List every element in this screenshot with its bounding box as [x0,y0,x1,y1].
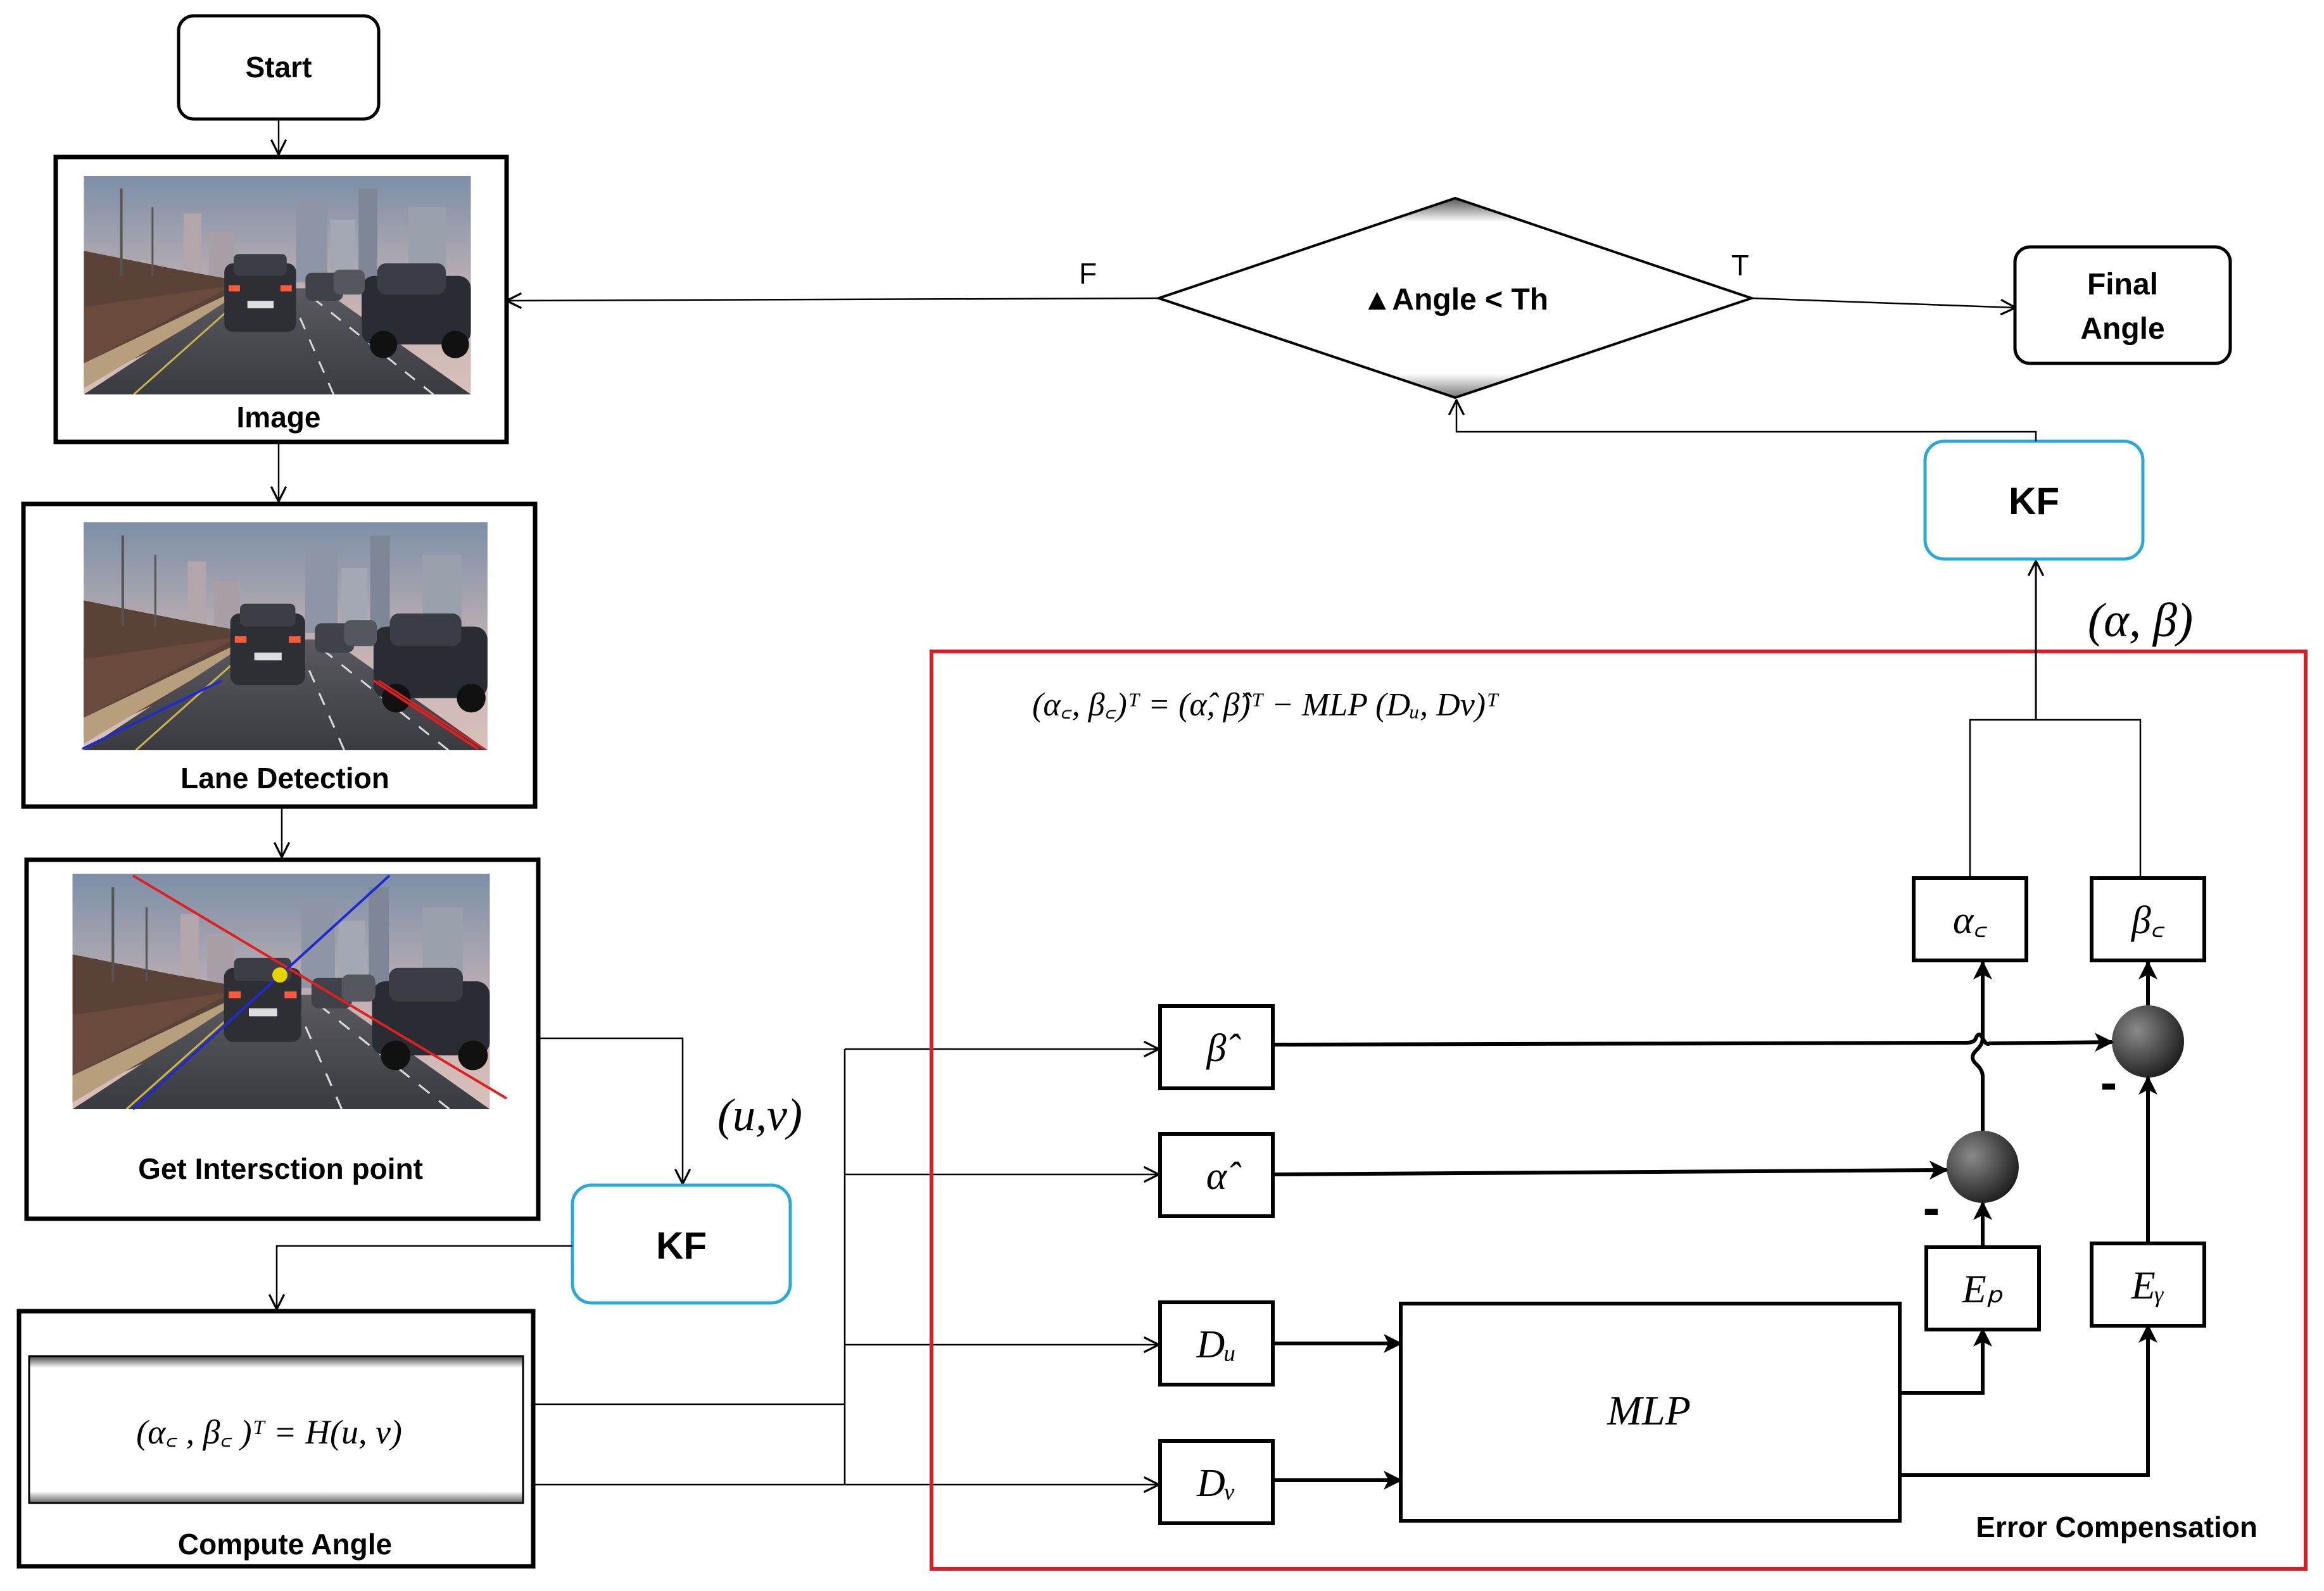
kf-left-label: KF [656,1224,707,1267]
true-label: T [1731,249,1749,282]
kf-right-node: KF [1923,439,2145,561]
mlp-label: MLP [1607,1388,1691,1434]
arrow-kf-to-compute [277,1245,572,1309]
arrow-mlp-to-ey [1900,1324,2157,1477]
compute-formula-box [28,1355,524,1504]
final-angle-node: Final Angle [2013,245,2232,365]
minus-sign-alpha: - [1923,1179,1940,1236]
alpha-c-label: α꜀ [1953,899,1988,942]
arrow-decision-false-to-image [507,298,1159,301]
kf-left-node: KF [571,1183,792,1305]
error-compensation-label: Error Compensation [1976,1511,2258,1544]
alpha-beta-label: (α, β) [2088,594,2193,647]
subtract-node-alpha [1947,1131,2019,1203]
minus-sign-beta: - [2100,1054,2118,1110]
compute-angle-label: Compute Angle [178,1528,392,1561]
kf-right-label: KF [2009,480,2059,522]
arrow-mlp-to-ep [1900,1328,1992,1395]
start-node: Start [177,14,381,121]
arrow-beta-hat-to-subtract [1272,1033,2114,1052]
uv-label: (u,v) [717,1090,802,1140]
subtract-node-beta [2112,1005,2184,1078]
intersection-node: Get Intersction point [24,857,541,1221]
intersection-image [73,874,490,1109]
dv-label: Dᵥ [1196,1462,1236,1505]
mlp-box: MLP [1399,1302,1902,1523]
du-box: Dᵤ [1158,1300,1275,1387]
beta-c-label: β꜀ [2131,899,2165,942]
arrow-kf-to-decision [1456,400,2037,441]
start-label: Start [246,51,312,84]
ey-box: Eᵧ [2090,1242,2206,1328]
ep-box: Eₚ [1924,1245,2041,1331]
ey-label: Eᵧ [2131,1264,2164,1307]
error-compensation-formula: (α꜀, β꜀)ᵀ = (α̂, β̂)ᵀ − MLP (Dᵤ, Dv)ᵀ [1032,687,1500,723]
alpha-hat-box: α̂ [1158,1132,1275,1218]
arrow-intersection-to-kf [538,1037,683,1184]
intersection-label: Get Intersction point [138,1152,423,1185]
alpha-c-box: α꜀ [1912,876,2028,962]
arrow-subtract-to-alpha-c [1971,960,1992,1131]
left-lane-line [82,679,222,750]
lane-detection-node: Lane Detection [21,501,538,809]
compute-angle-node: (α꜀ , β꜀ )ᵀ = H(u, v) Compute Angle [16,1309,536,1569]
lane-detection-label: Lane Detection [180,762,389,795]
left-lane-extended [132,874,391,1110]
image-label: Image [237,401,321,434]
road-image [84,176,470,394]
right-lane-line [372,679,479,750]
beta-hat-box: β̂ [1158,1004,1275,1090]
final-angle-line1: Final [2087,268,2158,301]
vanishing-point [272,967,287,983]
image-node: Image [53,154,509,444]
error-compensation-box: Error Compensation (α꜀, β꜀)ᵀ = (α̂, β̂)ᵀ… [930,650,2308,1571]
du-label: Dᵤ [1196,1323,1237,1366]
decision-label: ▲Angle < Th [1362,283,1548,317]
merge-lines [1969,719,2142,878]
final-angle-line2: Angle [2080,312,2164,346]
arrow-alpha-hat-to-subtract [1272,1160,1948,1180]
right-lane-line-2 [378,679,485,750]
false-label: F [1079,257,1097,290]
dv-box: Dᵥ [1158,1439,1275,1525]
decision-node: ▲Angle < Th [1154,196,1756,399]
ep-label: Eₚ [1962,1268,2004,1311]
compute-formula: (α꜀ , β꜀ )ᵀ = H(u, v) [136,1413,402,1451]
right-lane-extended [132,874,508,1100]
arrow-decision-true-to-final [1751,297,2016,308]
beta-c-box: β꜀ [2090,876,2206,962]
